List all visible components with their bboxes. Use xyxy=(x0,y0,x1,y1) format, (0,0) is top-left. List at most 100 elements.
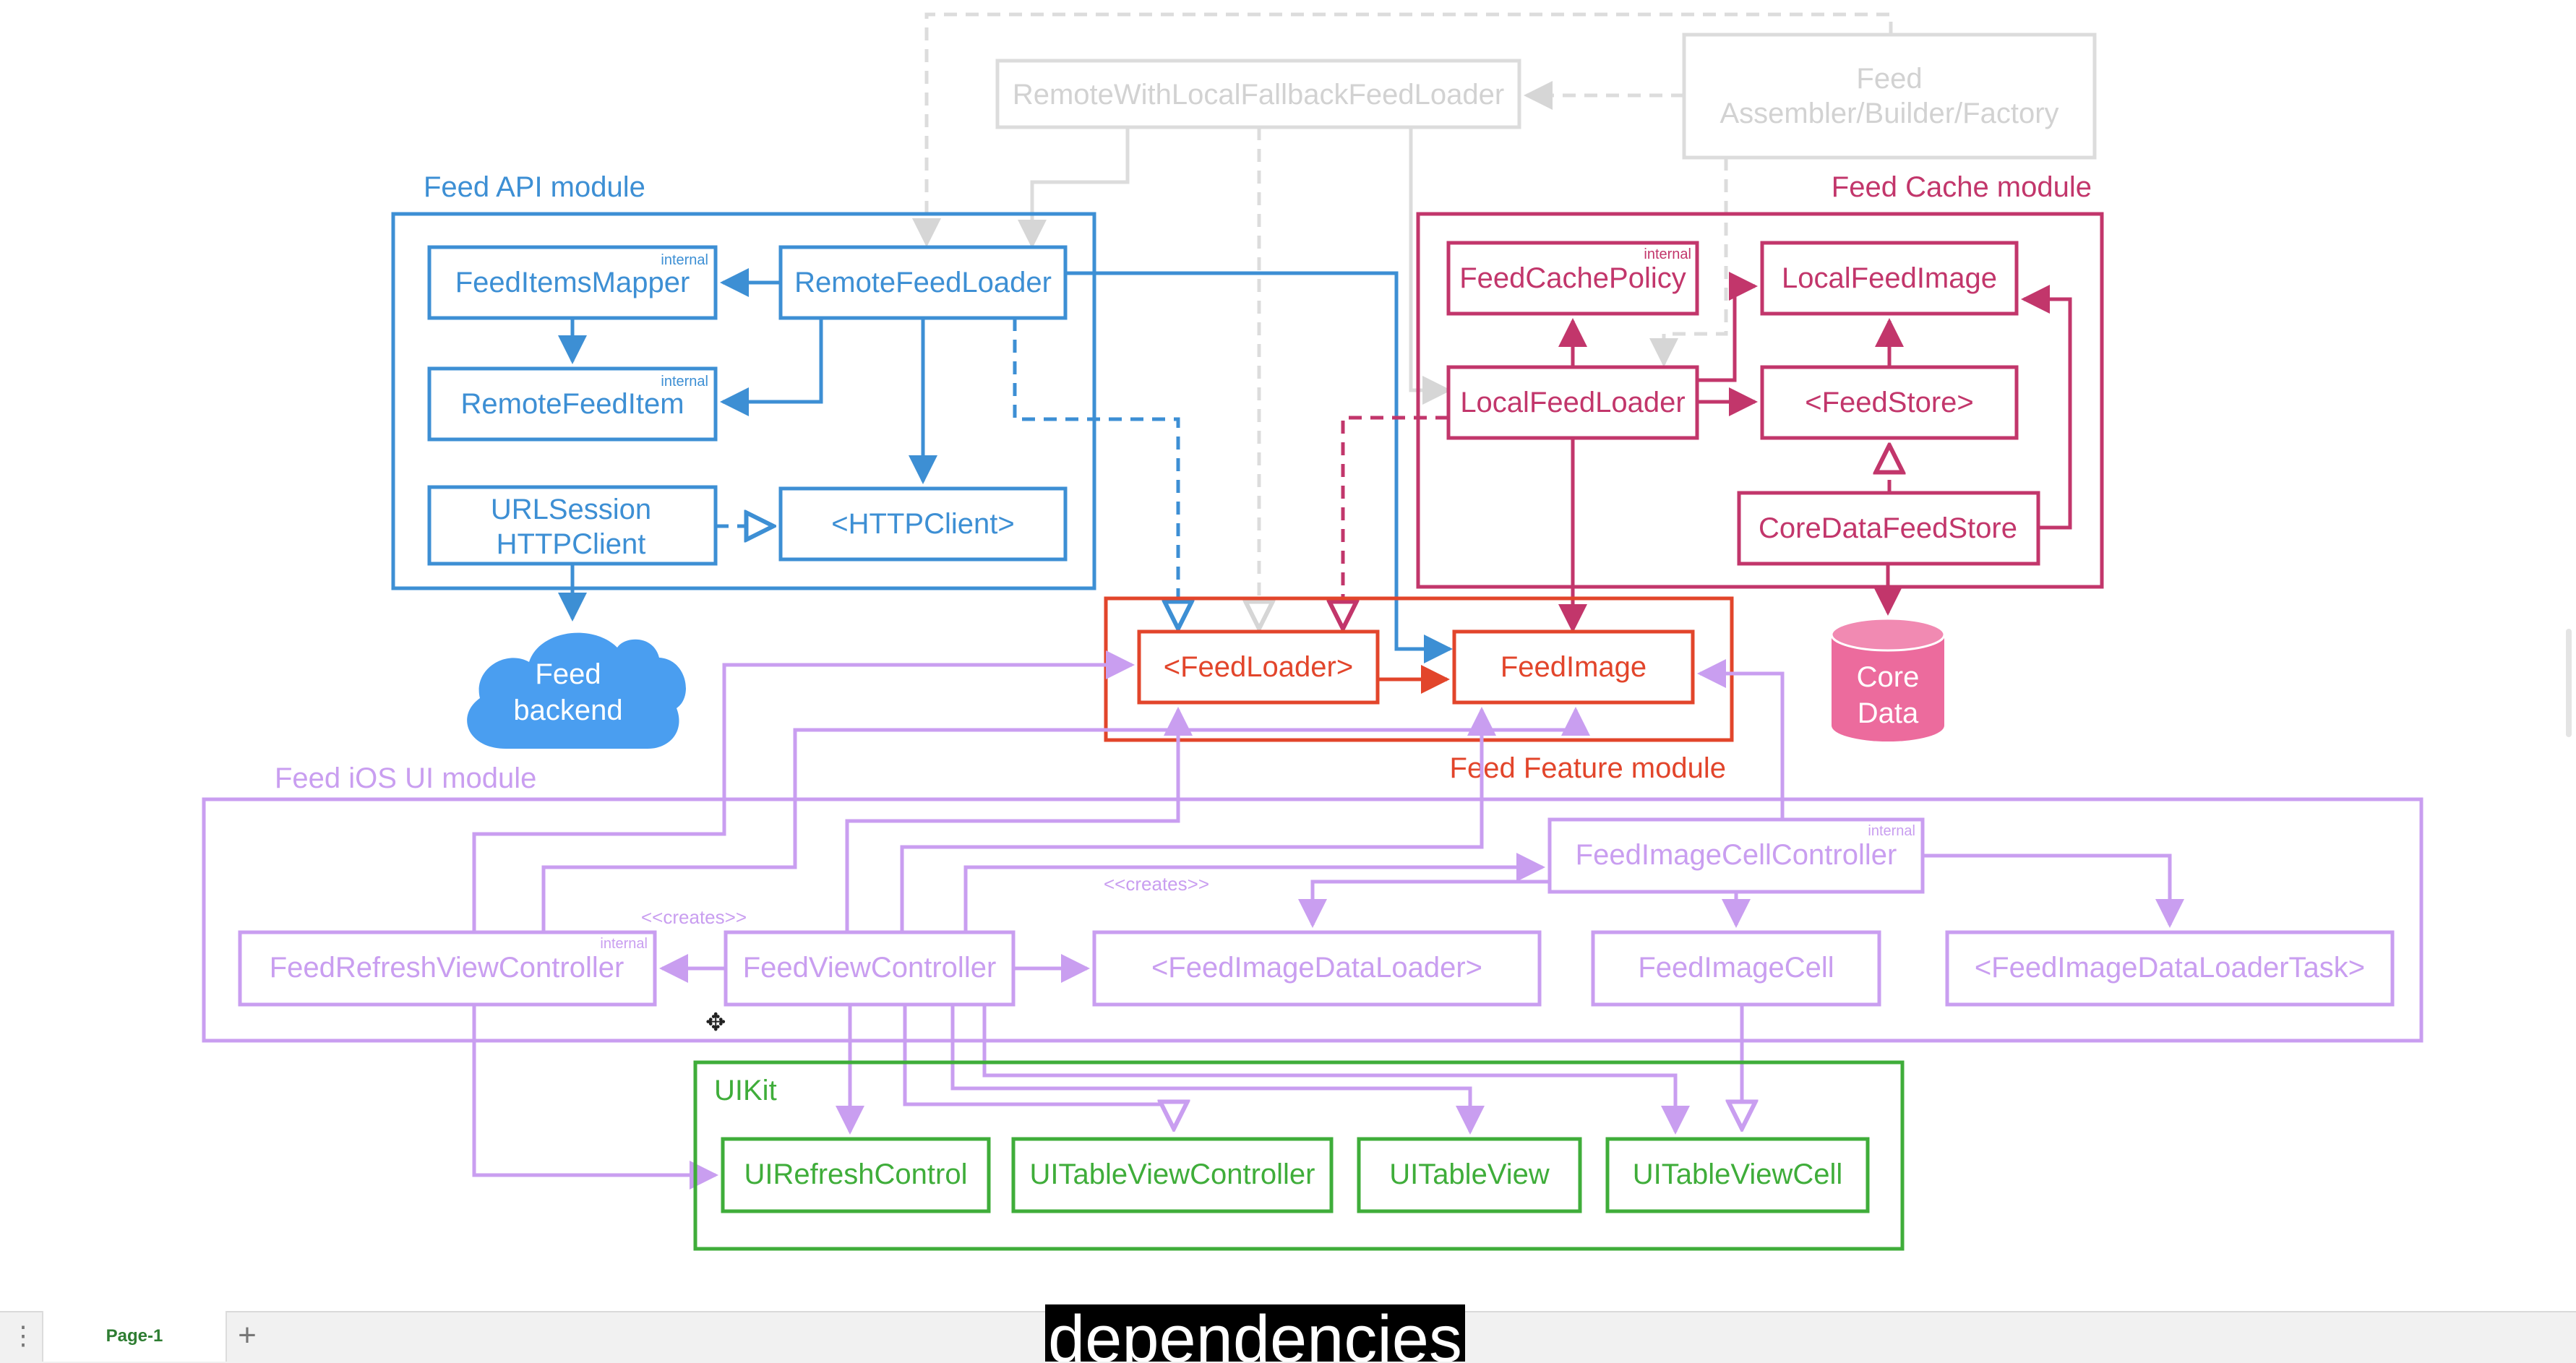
feed-image-data-loader-task-label: <FeedImageDataLoaderTask> xyxy=(1975,952,2365,984)
move-cursor-icon: ✥ xyxy=(705,1009,726,1036)
edge-feed-vc-to-uitvc xyxy=(903,1005,1174,1129)
edge-feed-vc-to-feedimage xyxy=(900,707,1496,932)
feed-image-cell-label: FeedImageCell xyxy=(1638,952,1834,984)
feed-cache-module-frame xyxy=(1416,212,2104,589)
feed-image-data-loader-box[interactable] xyxy=(1092,930,1542,1007)
edge-feed-vc-to-uitv xyxy=(950,1005,1485,1135)
edge-assembler-to-local xyxy=(1649,158,1728,367)
internal-tag: internal xyxy=(1868,823,1915,839)
feed-cache-policy-box[interactable] xyxy=(1446,241,1699,316)
internal-tag: internal xyxy=(1644,246,1691,262)
http-client-protocol-box[interactable] xyxy=(778,486,1068,562)
feed-backend-label-1: Feed xyxy=(535,658,601,690)
ui-table-view-cell-label: UITableViewCell xyxy=(1633,1158,1843,1190)
feed-view-controller-label: FeedViewController xyxy=(743,952,997,984)
database-top xyxy=(1830,617,1946,652)
core-data-label-2: Data xyxy=(1858,697,1919,729)
edge-refresh-vc-to-feedloader xyxy=(472,650,1135,932)
uikit-module-title: UIKit xyxy=(714,1075,777,1106)
video-subtitle: dependencies xyxy=(1045,1304,1465,1362)
core-data-label-1: Core xyxy=(1857,661,1920,693)
vertical-scrollbar[interactable] xyxy=(2566,629,2572,737)
internal-tag: internal xyxy=(661,374,708,390)
creates-tag: <<creates>> xyxy=(641,906,747,928)
urlsession-http-client-box[interactable] xyxy=(427,485,718,566)
feed-items-mapper-label: FeedItemsMapper xyxy=(455,267,690,298)
feed-ios-ui-module-title: Feed iOS UI module xyxy=(275,762,536,794)
feed-image-data-loader-task-box[interactable] xyxy=(1945,930,2395,1007)
edge-remote-loader-implements-feedloader xyxy=(1013,318,1178,629)
creates-tag: <<creates>> xyxy=(1104,873,1209,895)
edge-feed-vc-to-cell-controller xyxy=(963,853,1545,932)
ui-refresh-control-box[interactable] xyxy=(721,1137,991,1213)
ui-table-view-cell-box[interactable] xyxy=(1605,1137,1870,1213)
feed-view-controller-box[interactable] xyxy=(724,930,1016,1007)
feed-image-cell-controller-label: FeedImageCellController xyxy=(1576,839,1897,871)
feed-loader-protocol-box[interactable] xyxy=(1137,629,1380,705)
edge-fallback-to-remote xyxy=(1018,127,1130,249)
database-icon xyxy=(1832,635,1944,741)
local-feed-image-label: LocalFeedImage xyxy=(1782,262,1997,294)
feed-store-label: <FeedStore> xyxy=(1805,387,1974,418)
feed-store-protocol-box[interactable] xyxy=(1760,365,2019,440)
local-feed-image-box[interactable] xyxy=(1760,241,2019,316)
edge-refresh-vc-to-feedimage xyxy=(541,707,1590,932)
edge-fallback-to-local xyxy=(1409,127,1451,405)
remote-feed-item-label: RemoteFeedItem xyxy=(460,388,684,420)
edge-feed-vc-to-uitvcell xyxy=(982,1005,1690,1135)
remote-feed-loader-box[interactable] xyxy=(778,245,1068,320)
faded-layer xyxy=(912,12,2097,629)
cloud-icon xyxy=(467,632,686,749)
feed-image-data-loader-label: <FeedImageDataLoader> xyxy=(1151,952,1482,984)
feed-ios-ui-module-frame xyxy=(202,797,2423,1043)
edge-cell-controller-to-data-loader xyxy=(1298,880,1550,928)
remote-fallback-label: RemoteWithLocalFallbackFeedLoader xyxy=(1013,79,1504,111)
assembler-box[interactable] xyxy=(1682,33,2097,160)
feed-backend-label-2: backend xyxy=(513,695,622,726)
ui-table-view-controller-box[interactable] xyxy=(1011,1137,1334,1213)
internal-tag: internal xyxy=(600,936,648,952)
edge-coredata-to-local-image xyxy=(2021,285,2072,530)
feed-feature-module-title: Feed Feature module xyxy=(1450,752,1726,784)
assembler-label-2: Assembler/Builder/Factory xyxy=(1720,98,2058,129)
feed-cache-module-title: Feed Cache module xyxy=(1832,171,2092,203)
core-data-feed-store-box[interactable] xyxy=(1737,491,2040,566)
feed-image-label: FeedImage xyxy=(1500,651,1647,683)
feed-refresh-view-controller-label: FeedRefreshViewController xyxy=(270,952,624,984)
ui-table-view-controller-label: UITableViewController xyxy=(1030,1158,1315,1190)
ui-refresh-control-label: UIRefreshControl xyxy=(744,1158,967,1190)
edge-remote-loader-to-feedimage xyxy=(1065,271,1453,663)
edge-local-loader-implements-feedloader xyxy=(1343,416,1448,629)
remote-feed-loader-label: RemoteFeedLoader xyxy=(794,267,1052,298)
http-client-label: <HTTPClient> xyxy=(831,508,1014,540)
feed-image-cell-box[interactable] xyxy=(1591,930,1881,1007)
add-page-icon[interactable]: + xyxy=(238,1317,257,1353)
urlsession-label-1: URLSession xyxy=(491,494,651,525)
feed-api-module: Feed API module FeedItemsMapper internal… xyxy=(391,171,1453,663)
edge-local-loader-to-local-image xyxy=(1697,272,1758,382)
edge-refresh-vc-to-uirefresh xyxy=(472,1005,718,1190)
uikit-module-frame xyxy=(693,1060,1905,1251)
ui-table-view-label: UITableView xyxy=(1389,1158,1550,1190)
edge-assembler-top xyxy=(912,12,1893,247)
feed-loader-label: <FeedLoader> xyxy=(1164,651,1353,683)
edge-cell-controller-to-feedimage xyxy=(1697,659,1785,820)
edge-remote-loader-to-item xyxy=(720,318,823,416)
feed-api-module-title: Feed API module xyxy=(424,171,645,203)
ui-table-view-box[interactable] xyxy=(1357,1137,1582,1213)
feed-image-cell-controller-box[interactable] xyxy=(1547,817,1925,894)
feed-refresh-view-controller-box[interactable] xyxy=(238,930,657,1007)
internal-tag: internal xyxy=(661,252,708,268)
feed-feature-module: Feed Feature module <FeedLoader> FeedIma… xyxy=(1104,596,1734,784)
tab-page-1[interactable]: Page-1 xyxy=(42,1311,227,1362)
local-feed-loader-label: LocalFeedLoader xyxy=(1460,387,1685,418)
core-data-cylinder: Core Data xyxy=(1830,617,1946,741)
feed-cache-policy-label: FeedCachePolicy xyxy=(1459,262,1686,294)
edge-cell-controller-to-task xyxy=(1923,854,2184,928)
feed-api-module-frame xyxy=(391,212,1096,590)
remote-feed-item-box[interactable] xyxy=(427,366,718,442)
page-menu-icon[interactable]: ⋮ xyxy=(10,1320,36,1350)
edge-feed-vc-to-feedloader xyxy=(845,707,1193,932)
feed-image-box[interactable] xyxy=(1452,629,1695,705)
